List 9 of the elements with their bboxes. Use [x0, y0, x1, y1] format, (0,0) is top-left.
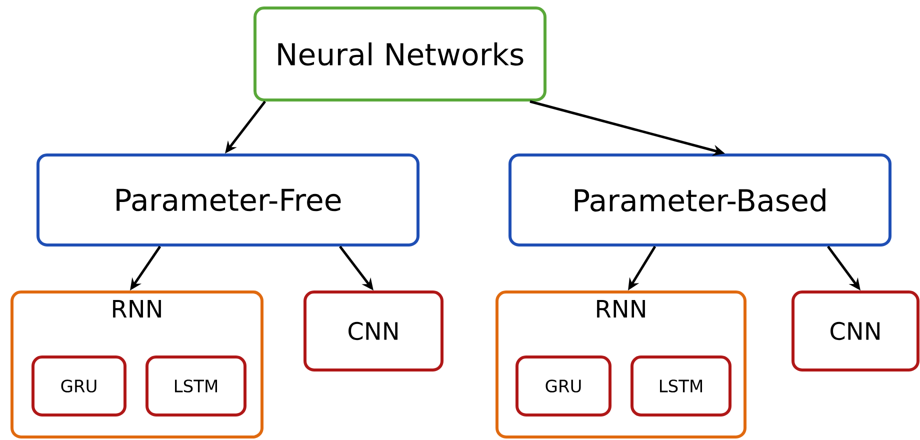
rounded-box: CNN	[304, 290, 444, 372]
rounded-box: CNN	[792, 290, 920, 372]
rounded-box: GRU	[516, 356, 612, 416]
rounded-box: Neural Networks	[254, 6, 546, 102]
rounded-box: GRU	[32, 356, 126, 416]
rounded-box: Parameter-Free	[36, 154, 420, 246]
rounded-box: LSTM	[146, 356, 246, 416]
rounded-box: Parameter-Based	[508, 154, 892, 246]
rounded-box: LSTM	[630, 356, 732, 416]
